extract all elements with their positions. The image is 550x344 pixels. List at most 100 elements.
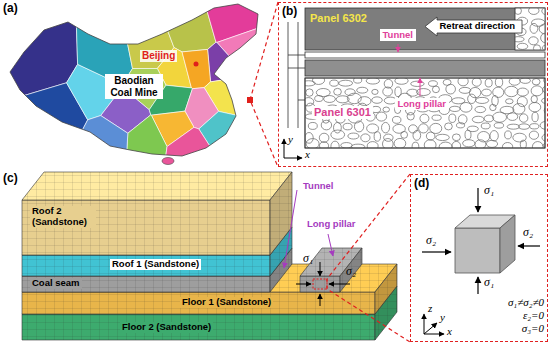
- rubble: [424, 140, 436, 148]
- condition-text: ε₂=0: [523, 309, 544, 322]
- rubble: [305, 133, 313, 144]
- rubble: [529, 8, 539, 14]
- rubble: [357, 87, 368, 93]
- stress-cube: [422, 188, 540, 334]
- dashed-leader: [327, 174, 410, 342]
- callout-text: Long pillar: [398, 99, 447, 110]
- rubble: [472, 116, 484, 123]
- rubble: [494, 123, 503, 128]
- callout-box: Baodian Coal Mine: [105, 74, 163, 99]
- callout-box: Long pillar: [395, 98, 450, 111]
- direction-arrow: Retreat direction: [425, 17, 522, 36]
- rubble: [459, 87, 471, 93]
- province: [126, 115, 167, 170]
- stress-label: σ₁: [484, 184, 494, 198]
- rubble: [343, 123, 352, 130]
- rubble: [449, 106, 460, 111]
- rubble: [420, 114, 429, 123]
- rubble: [531, 96, 537, 103]
- rubble: [472, 78, 481, 86]
- rubble: [505, 86, 518, 96]
- stress-label: σ₁: [484, 276, 494, 290]
- rubble: [367, 142, 378, 148]
- rubble: [383, 107, 390, 112]
- rubble: [509, 78, 520, 85]
- panel-name: Panel 6301: [312, 106, 373, 119]
- rubble: [412, 142, 419, 148]
- rubble: [506, 99, 514, 104]
- rubble: [306, 89, 313, 96]
- rubble: [484, 115, 494, 122]
- rubble: [452, 134, 460, 141]
- rubble: [321, 120, 331, 130]
- layer-label: Roof 1 (Sandstone): [110, 259, 201, 270]
- layer-label: Floor 2 (Sandstone): [120, 322, 213, 333]
- rubble: [456, 123, 464, 128]
- rubble: [449, 114, 456, 122]
- rubble: [354, 78, 362, 83]
- stress-label: σ₂: [426, 234, 436, 248]
- province: [204, 0, 264, 42]
- rubble: [515, 8, 521, 14]
- layer-face: [22, 255, 270, 276]
- rubble: [348, 133, 359, 139]
- layer-label: Roof 2 (Sandstone): [30, 206, 96, 228]
- rubble: [542, 134, 545, 142]
- rubble: [482, 89, 492, 96]
- rubble: [539, 24, 545, 34]
- axis-label: x: [447, 325, 452, 338]
- stress-label: σ₁: [303, 252, 313, 266]
- rubble: [411, 81, 424, 86]
- rubble: [458, 78, 468, 86]
- province: [199, 111, 264, 170]
- rubble: [305, 98, 314, 106]
- rubble: [542, 8, 545, 15]
- rubble: [393, 124, 405, 133]
- rubble: [324, 96, 336, 103]
- rubble: [429, 81, 438, 87]
- rubble: [490, 131, 498, 141]
- rubble: [467, 126, 478, 131]
- rubble: [306, 139, 319, 148]
- rubble: [395, 87, 401, 97]
- rubble: [513, 133, 526, 142]
- rubble: [312, 78, 324, 84]
- province: [208, 42, 247, 82]
- callout-text: Tunnel: [383, 30, 413, 41]
- axis-label: y: [440, 311, 445, 324]
- rubble: [476, 97, 489, 103]
- rubble: [392, 116, 400, 123]
- rubble: [530, 23, 538, 33]
- rubble: [520, 140, 526, 148]
- rubble: [361, 134, 370, 142]
- rubble: [432, 86, 439, 93]
- rubble: [341, 143, 352, 148]
- rubble: [426, 132, 435, 140]
- rubble: [334, 122, 342, 133]
- rubble: [502, 143, 512, 148]
- rubble: [416, 89, 430, 96]
- callout-box: Tunnel: [380, 29, 416, 42]
- rubble: [334, 88, 342, 95]
- layer-face: [22, 172, 292, 200]
- panel-name: Panel 6302: [310, 12, 367, 25]
- stress-label: σ₂: [523, 226, 533, 240]
- rubble: [319, 133, 329, 142]
- rubble: [532, 112, 538, 122]
- rubble: [541, 33, 545, 43]
- rubble: [542, 98, 545, 104]
- callout-text: Tunnel: [303, 181, 333, 192]
- rubble: [401, 131, 408, 138]
- panel-label: (c): [3, 171, 409, 185]
- rubble: [432, 115, 441, 120]
- rubble: [308, 122, 317, 129]
- china-map: [0, 0, 264, 170]
- layer-face: [22, 276, 270, 292]
- axis-label: z: [428, 302, 432, 315]
- stress-label: σ₂: [346, 265, 356, 279]
- rubble: [315, 96, 323, 102]
- layer-label: Coal seam: [30, 278, 82, 289]
